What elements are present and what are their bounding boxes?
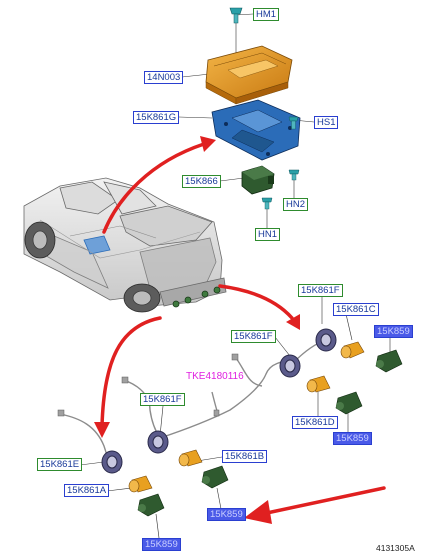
parking-sensor-15k859-lower bbox=[137, 493, 165, 517]
leader-lines bbox=[79, 13, 391, 539]
callout-15k859-mid: 15K859 bbox=[333, 432, 372, 445]
sensor-bracket-15k861f-mid bbox=[279, 354, 301, 378]
wiring-harness-label: TKE4180116 bbox=[186, 371, 244, 382]
pickup-truck bbox=[23, 177, 227, 313]
sensor-retainer-15k861c bbox=[340, 341, 365, 359]
callout-15k861f-left: 15K861F bbox=[140, 393, 185, 406]
callout-15k861f-mid: 15K861F bbox=[231, 330, 276, 343]
callout-15k859-bottom: 15K859 bbox=[207, 508, 246, 521]
callout-15k859-lower: 15K859 bbox=[142, 538, 181, 551]
screw-hs1 bbox=[288, 116, 299, 130]
callout-hn2: HN2 bbox=[283, 198, 309, 211]
callout-hs1: HS1 bbox=[314, 116, 339, 129]
mounting-bracket-15k861g bbox=[211, 99, 301, 161]
arrow-pointer-to-sensor bbox=[260, 486, 386, 516]
arrow-truck-to-module bbox=[102, 142, 206, 234]
parking-sensor-15k859-mid bbox=[335, 391, 363, 415]
control-module-15k866 bbox=[241, 165, 275, 195]
nut-hn2 bbox=[288, 169, 300, 181]
callout-15k861c: 15K861C bbox=[333, 303, 379, 316]
wiring-clips bbox=[57, 353, 239, 417]
arrow-truck-to-left-sensors bbox=[100, 316, 162, 428]
callout-hm1: HM1 bbox=[253, 8, 280, 21]
callout-15k861e: 15K861E bbox=[37, 458, 83, 471]
red-arrowheads bbox=[94, 136, 300, 524]
arrow-truck-to-right-sensors bbox=[218, 284, 294, 320]
parking-sensor-15k859-upper bbox=[375, 349, 403, 373]
parking-sensor-15k859-bottom bbox=[201, 465, 229, 489]
sensor-retainer-15k861d bbox=[306, 375, 331, 393]
document-number: 4131305A bbox=[376, 543, 415, 553]
callout-15k861a: 15K861A bbox=[64, 484, 110, 497]
sensor-bracket-15k861f-upper bbox=[315, 328, 337, 352]
sensor-retainer-15k861b bbox=[178, 449, 203, 467]
screw-hm1 bbox=[229, 7, 243, 24]
nut-hn1 bbox=[261, 197, 273, 210]
callout-15k861f-upper: 15K861F bbox=[298, 284, 343, 297]
callout-14n003: 14N003 bbox=[144, 71, 184, 84]
callout-hn1: HN1 bbox=[255, 228, 281, 241]
sensor-bracket-15k861f-left bbox=[147, 430, 169, 454]
callout-15k866: 15K866 bbox=[182, 175, 221, 188]
red-arrows bbox=[100, 142, 386, 516]
sensor-retainer-15k861a bbox=[128, 475, 153, 493]
callout-15k859-upper: 15K859 bbox=[374, 325, 413, 338]
sensor-bracket-15k861e bbox=[101, 450, 123, 474]
callout-15k861b: 15K861B bbox=[222, 450, 268, 463]
callout-15k861d: 15K861D bbox=[292, 416, 338, 429]
module-cover-14n003 bbox=[205, 45, 293, 105]
callout-15k861g: 15K861G bbox=[133, 111, 180, 124]
